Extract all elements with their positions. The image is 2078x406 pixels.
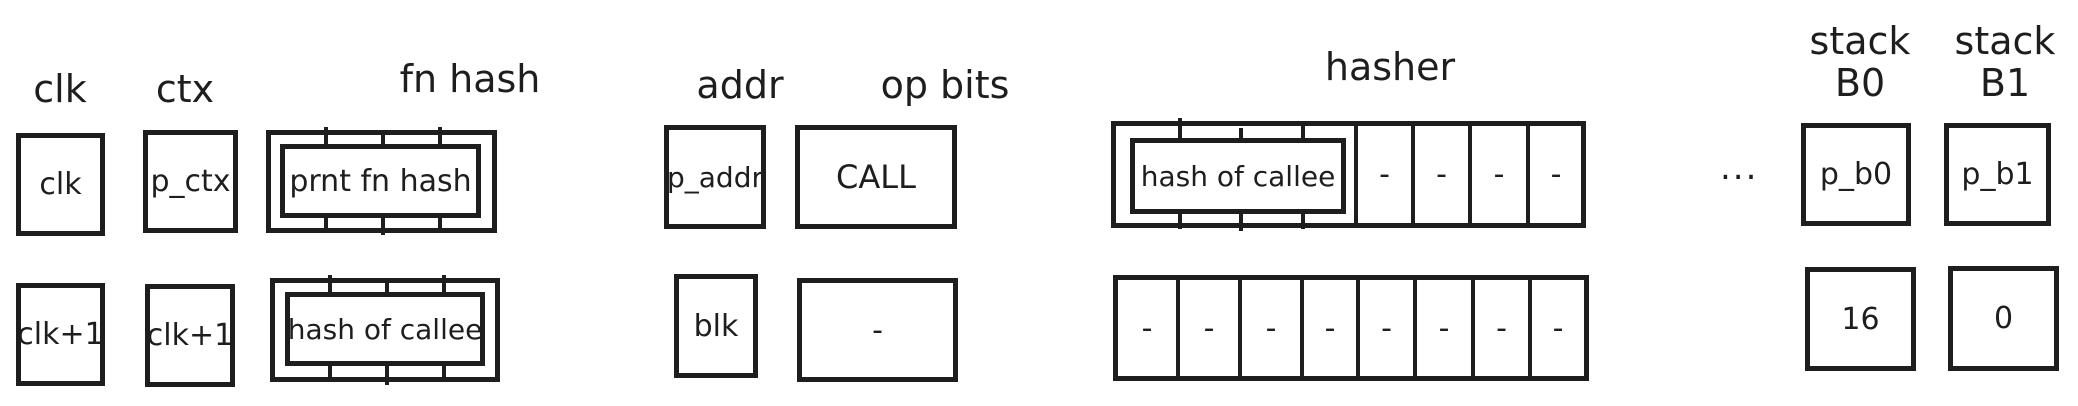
row2-addr-cell: blk [674, 274, 758, 378]
hasher-divider [1354, 126, 1358, 223]
fn-hash-tick [438, 215, 442, 233]
row2-clk-cell: clk+1 [16, 283, 105, 386]
hasher-divider [1526, 126, 1530, 223]
fn-hash-tick [438, 127, 442, 145]
row2-hasher-cell: - [1438, 310, 1450, 346]
fn-hash-tick [442, 363, 446, 381]
row1-ctx-cell: p_ctx [143, 130, 238, 233]
row1-stack-b0-cell: p_b0 [1801, 123, 1911, 226]
header-stack-b0: stack B0 [1800, 20, 1920, 104]
row2-hasher-cell: - [1265, 310, 1277, 346]
fn-hash-tick [324, 127, 328, 145]
ellipsis: ... [1720, 148, 1759, 188]
row1-op-bits-cell: CALL [795, 125, 957, 229]
header-stack-b1-line1: stack [1954, 19, 2056, 63]
hasher-divider [1300, 280, 1304, 376]
fn-hash-tick [442, 275, 446, 293]
header-addr: addr [696, 63, 784, 107]
row1-hasher-cell: - [1493, 157, 1505, 192]
hasher-divider [1471, 280, 1475, 376]
hasher-tick [1239, 128, 1243, 140]
header-stack-b0-line2: B0 [1834, 61, 1886, 105]
fn-hash-tick [324, 215, 328, 233]
header-op-bits: op bits [880, 63, 1010, 107]
hasher-tick [1301, 211, 1305, 229]
row1-addr-cell: p_addr [664, 125, 766, 229]
row1-fn-hash-container: prnt fn hash [266, 127, 497, 235]
row2-hasher-cell: - [1324, 310, 1336, 346]
row2-hasher-cell: - [1552, 310, 1564, 346]
hasher-tick [1178, 118, 1182, 138]
hasher-divider [1528, 280, 1532, 376]
hasher-tick [1301, 124, 1305, 140]
header-fn-hash: fn hash [399, 57, 541, 101]
header-stack-b0-line1: stack [1809, 19, 1911, 63]
fn-hash-tick [328, 275, 332, 293]
header-ctx: ctx [155, 67, 215, 111]
row2-ctx-cell: clk+1 [145, 284, 235, 387]
row2-stack-b0-cell: 16 [1805, 267, 1916, 371]
hasher-tick [1178, 211, 1182, 229]
row2-op-bits-cell: - [797, 278, 958, 382]
fn-hash-tick [385, 278, 389, 293]
row1-hasher-container: hash of callee - - - - [1111, 118, 1586, 231]
row2-hasher-cell: - [1496, 310, 1507, 346]
row2-hasher-container: - - - - - - - - [1113, 275, 1589, 381]
row1-fn-hash-value: prnt fn hash [280, 144, 481, 218]
fn-hash-tick [381, 215, 385, 235]
fn-hash-tick [381, 130, 385, 145]
header-stack-b1-line2: B1 [1979, 61, 2031, 105]
row2-hasher-cell: - [1381, 310, 1392, 346]
fn-hash-tick [328, 363, 332, 381]
row1-clk-cell: clk [16, 133, 105, 236]
hasher-tick [1239, 211, 1243, 231]
row1-hasher-cell: - [1379, 157, 1390, 192]
row1-hasher-cell: - [1436, 157, 1447, 192]
header-hasher: hasher [1324, 45, 1456, 89]
row2-hasher-cell: - [1203, 310, 1215, 346]
hasher-divider [1413, 280, 1417, 376]
row1-hasher-group-value: hash of callee [1130, 138, 1346, 214]
row2-fn-hash-value: hash of callee [285, 292, 485, 366]
hasher-divider [1411, 126, 1415, 223]
fn-hash-tick [385, 363, 389, 385]
hasher-divider [1468, 126, 1472, 223]
hasher-divider [1356, 280, 1360, 376]
header-clk: clk [33, 67, 87, 111]
row2-hasher-cell: - [1141, 310, 1153, 346]
row2-fn-hash-container: hash of callee [270, 275, 500, 385]
row1-hasher-cell: - [1550, 157, 1562, 192]
hasher-divider [1238, 280, 1242, 376]
hasher-divider [1176, 280, 1180, 376]
row2-stack-b1-cell: 0 [1948, 266, 2059, 371]
row1-stack-b1-cell: p_b1 [1944, 123, 2051, 226]
header-stack-b1: stack B1 [1945, 20, 2065, 104]
